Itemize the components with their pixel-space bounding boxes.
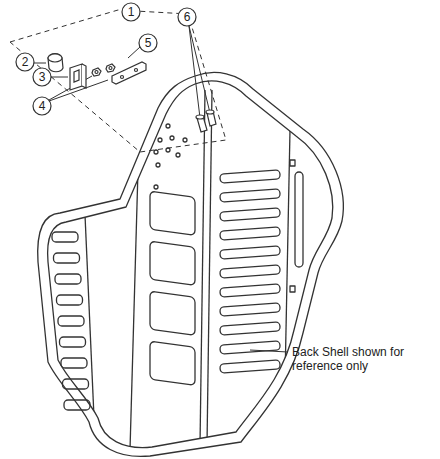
slat — [220, 284, 280, 297]
slat — [220, 208, 280, 221]
slat — [54, 253, 80, 263]
callout-number: 2 — [15, 52, 35, 72]
callout-number: 3 — [32, 67, 52, 87]
slat — [55, 274, 81, 284]
slat — [220, 322, 280, 335]
callout-number: 5 — [138, 33, 158, 53]
slat — [220, 360, 280, 373]
slat — [220, 170, 280, 183]
slat — [220, 227, 280, 240]
slat — [220, 341, 280, 354]
slat — [220, 303, 280, 316]
slat — [57, 295, 83, 305]
callout-number: 1 — [121, 2, 141, 22]
slat — [61, 358, 87, 368]
slat — [220, 189, 280, 202]
slat — [220, 265, 280, 278]
slat — [63, 379, 89, 389]
callout-number: 4 — [32, 96, 52, 116]
slat — [64, 400, 90, 410]
slat — [52, 232, 78, 242]
slat — [58, 316, 84, 326]
slat — [220, 246, 280, 259]
slat — [60, 337, 86, 347]
callout-number: 6 — [177, 7, 197, 27]
reference-note: Back Shell shown for reference only — [292, 345, 427, 373]
